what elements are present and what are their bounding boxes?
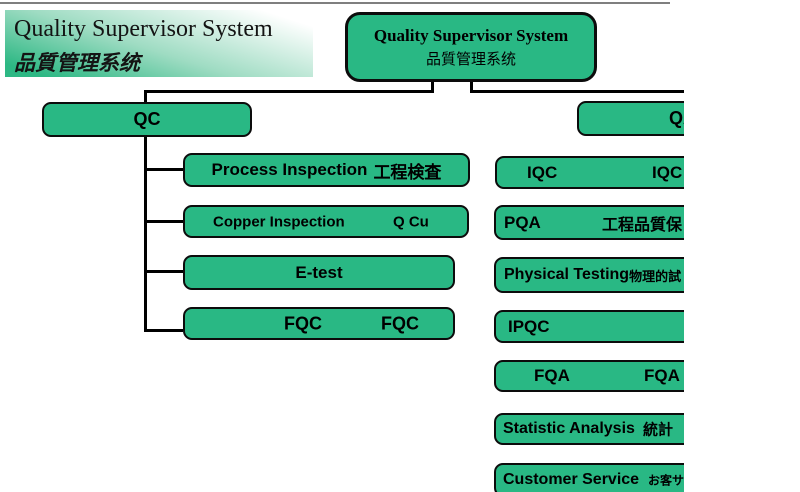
connector-stub-process-inspection	[144, 168, 183, 171]
qa-node-label: QA	[669, 108, 684, 128]
statistic-analysis-node: Statistic Analysis 統計	[494, 413, 684, 445]
fqc-label-en: FQC	[284, 313, 322, 333]
customer-service-node: Customer Service お客サ	[494, 463, 684, 492]
iqc-node: IQC IQC	[495, 156, 684, 189]
fqa-code: FQA	[644, 366, 680, 385]
slide-content-area: Quality Supervisor System 品質管理系统 Quality…	[0, 2, 684, 492]
connector-root-right-stub	[470, 82, 473, 93]
connector-left-horizontal	[144, 90, 434, 93]
copper-inspection-node: Copper Inspection Q Cu	[183, 205, 469, 238]
root-node: Quality Supervisor System 品質管理系统	[345, 12, 597, 82]
connector-stub-fqc	[144, 329, 183, 332]
statistic-analysis-label-jp: 統計	[643, 421, 674, 439]
connector-qc-trunk	[144, 136, 147, 332]
physical-testing-label-en: Physical Testing	[504, 266, 630, 283]
customer-service-label-jp: お客サ	[648, 473, 684, 488]
customer-service-label-en: Customer Service	[503, 471, 640, 488]
qa-node: QA	[577, 101, 684, 136]
connector-stub-copper-inspection	[144, 220, 183, 223]
e-test-label: E-test	[295, 262, 343, 282]
pqa-label-jp: 工程品質保	[602, 216, 683, 234]
e-test-node: E-test	[183, 255, 455, 290]
iqc-label-en: IQC	[527, 162, 558, 182]
connector-root-left-stub	[431, 82, 434, 93]
page-title: Quality Supervisor System	[14, 16, 273, 42]
qc-node-label: QC	[133, 109, 161, 129]
fqc-code: FQC	[381, 313, 419, 333]
pqa-node: PQA 工程品質保	[494, 205, 684, 240]
root-node-subtitle: 品質管理系统	[425, 50, 516, 68]
page-subtitle: 品質管理系统	[14, 51, 140, 75]
fqa-label-en: FQA	[534, 366, 570, 385]
process-inspection-label-en: Process Inspection	[211, 160, 368, 179]
root-node-title: Quality Supervisor System	[373, 25, 569, 45]
top-divider	[0, 2, 670, 4]
fqa-node: FQA FQA	[494, 360, 684, 392]
ipqc-node: IPQC	[494, 310, 684, 343]
process-inspection-node: Process Inspection 工程検査	[183, 153, 470, 187]
copper-inspection-code: Q Cu	[393, 213, 429, 230]
statistic-analysis-label-en: Statistic Analysis	[503, 420, 635, 437]
ipqc-label: IPQC	[508, 316, 550, 336]
connector-qc-drop	[144, 90, 147, 103]
fqc-node: FQC FQC	[183, 307, 455, 340]
physical-testing-label-jp: 物理的試	[629, 268, 682, 284]
qc-node: QC	[42, 102, 252, 137]
iqc-code: IQC	[652, 162, 683, 182]
connector-right-horizontal	[470, 90, 684, 93]
copper-inspection-label-en: Copper Inspection	[213, 213, 345, 230]
title-banner: Quality Supervisor System 品質管理系统	[5, 10, 313, 77]
connector-stub-e-test	[144, 270, 183, 273]
process-inspection-label-jp: 工程検査	[373, 162, 442, 182]
pqa-label-en: PQA	[504, 212, 541, 232]
physical-testing-node: Physical Testing 物理的試	[494, 257, 684, 293]
